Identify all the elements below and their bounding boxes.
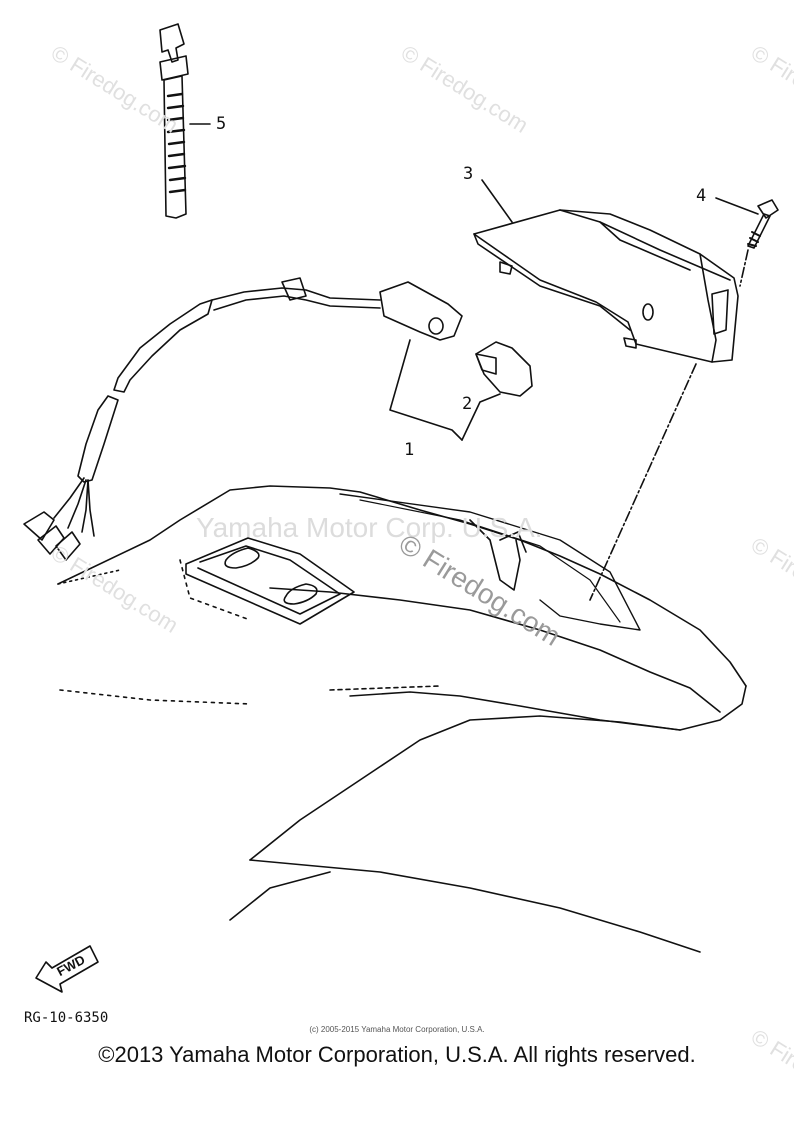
install-line-screw bbox=[739, 249, 749, 287]
license-plate-bracket bbox=[185, 537, 355, 625]
callout-3: 3 bbox=[463, 164, 474, 184]
diagram-code: RG-10-6350 bbox=[24, 1010, 109, 1026]
screw-part-4 bbox=[747, 199, 779, 249]
callout-4: 4 bbox=[696, 186, 707, 206]
fwd-arrow-icon bbox=[35, 945, 99, 993]
parts-diagram bbox=[23, 23, 779, 993]
socket-cord-part-1 bbox=[23, 277, 463, 561]
leader-line-1 bbox=[389, 339, 463, 441]
rear-fender bbox=[57, 485, 747, 953]
lens-cover-part-3 bbox=[473, 209, 739, 363]
bulb-part-2 bbox=[475, 341, 533, 397]
cable-tie-part-5 bbox=[159, 23, 189, 219]
watermark-brand: Yamaha Motor Corp. U.S.A. bbox=[196, 512, 543, 543]
footer-copyright: ©2013 Yamaha Motor Corporation, U.S.A. A… bbox=[98, 1042, 696, 1067]
leader-line-3 bbox=[481, 179, 513, 223]
small-copyright: (c) 2005-2015 Yamaha Motor Corporation, … bbox=[309, 1025, 485, 1034]
callout-2: 2 bbox=[462, 394, 473, 414]
install-line-lens bbox=[589, 363, 697, 601]
leader-line-2 bbox=[461, 393, 501, 441]
callout-5: 5 bbox=[216, 114, 227, 134]
callout-1: 1 bbox=[404, 440, 415, 460]
leader-line-4 bbox=[715, 197, 759, 215]
